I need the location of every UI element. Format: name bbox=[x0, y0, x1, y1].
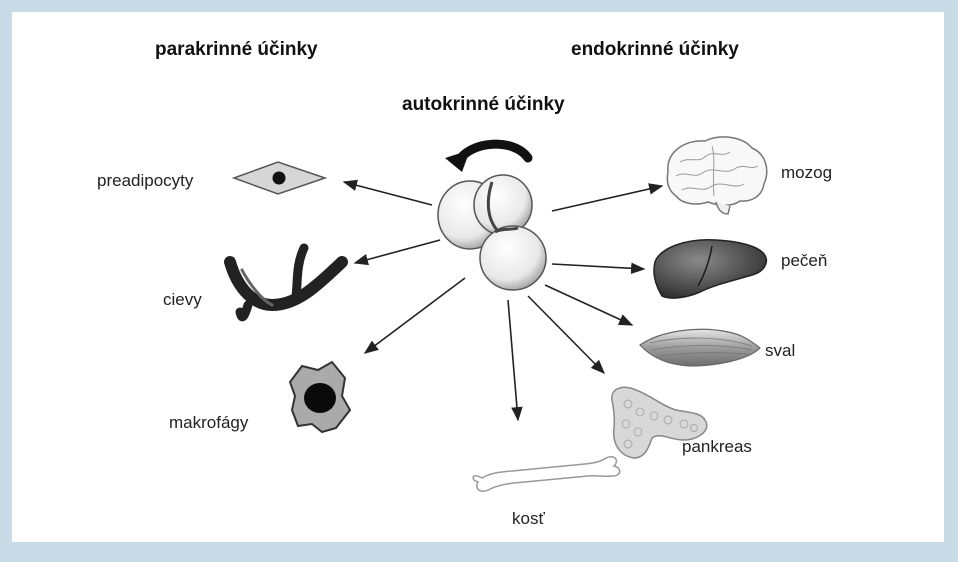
preadipocyte-icon bbox=[234, 162, 325, 194]
paracrine-effects-header: parakrinné účinky bbox=[155, 39, 318, 61]
arrow-to-muscle bbox=[545, 285, 632, 325]
label-brain: mozog bbox=[781, 163, 832, 183]
arrow-to-liver bbox=[552, 264, 644, 269]
vessel-icon bbox=[230, 248, 342, 317]
label-vessels: cievy bbox=[163, 290, 202, 310]
arrow-to-brain bbox=[552, 186, 662, 211]
endocrine-effects-header: endokrinné účinky bbox=[571, 39, 739, 61]
label-muscle: sval bbox=[765, 341, 795, 361]
arrow-to-vessels bbox=[355, 240, 440, 263]
brain-icon bbox=[667, 137, 766, 214]
label-pancreas: pankreas bbox=[682, 437, 752, 457]
macrophage-icon bbox=[290, 362, 350, 432]
autocrine-effects-header: autokrinné účinky bbox=[402, 94, 565, 116]
arrow-to-bone bbox=[508, 300, 518, 420]
label-preadipocytes: preadipocyty bbox=[97, 171, 193, 191]
arrow-to-preadipocytes bbox=[344, 182, 432, 205]
muscle-icon bbox=[640, 329, 760, 366]
liver-icon bbox=[654, 240, 766, 298]
label-liver: pečeň bbox=[781, 251, 827, 271]
bone-icon bbox=[473, 457, 620, 492]
adipocyte-cluster-icon bbox=[438, 175, 546, 290]
label-macrophages: makrofágy bbox=[169, 413, 248, 433]
label-bone: kosť bbox=[512, 509, 545, 529]
arrow-to-macrophages bbox=[365, 278, 465, 353]
autocrine-arrow-icon bbox=[445, 144, 528, 172]
